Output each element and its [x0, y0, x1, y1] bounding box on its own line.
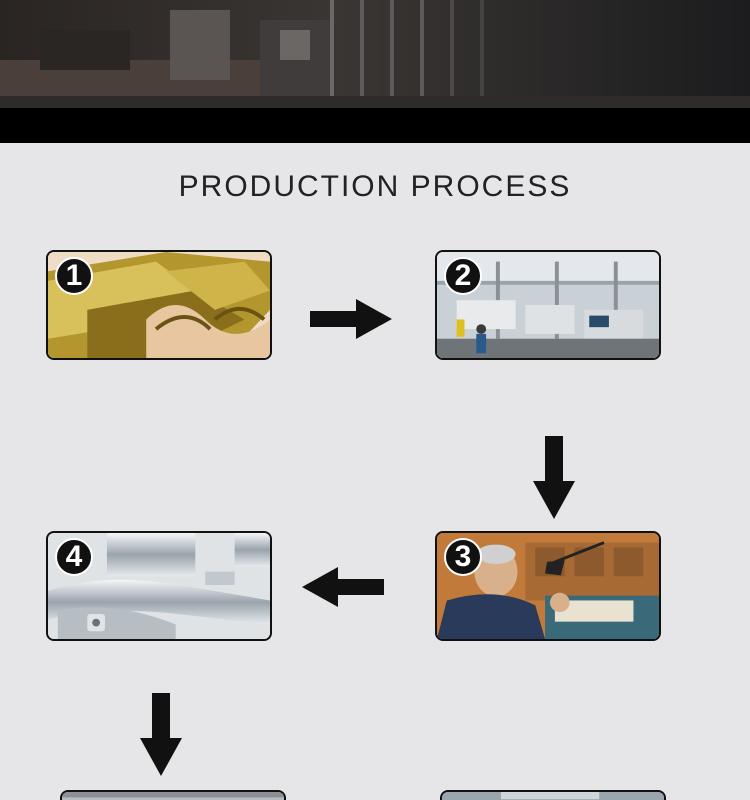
step-6-card	[440, 790, 666, 800]
step-5-card	[60, 790, 286, 800]
arrow-left-icon	[302, 567, 384, 607]
step-number-badge: 3	[444, 538, 482, 576]
step-1-card: 1	[46, 250, 272, 360]
arrow-right-icon	[310, 299, 392, 339]
craftsman-polishing-image	[437, 533, 659, 639]
arrow-down-icon	[140, 693, 182, 776]
step-number-badge: 4	[55, 538, 93, 576]
section-title: PRODUCTION PROCESS	[178, 170, 572, 203]
step-3-card: 3	[435, 531, 661, 641]
gold-ingots-image	[48, 252, 270, 358]
step-number-badge: 1	[55, 257, 93, 295]
step-2-card: 2	[435, 250, 661, 360]
arrow-down-icon	[533, 436, 575, 519]
step-number-badge: 2	[444, 257, 482, 295]
chrome-handles-image	[48, 533, 270, 639]
step-5-image	[62, 792, 284, 800]
step-6-image	[442, 792, 664, 800]
factory-banner-image	[0, 0, 750, 143]
step-4-card: 4	[46, 531, 272, 641]
